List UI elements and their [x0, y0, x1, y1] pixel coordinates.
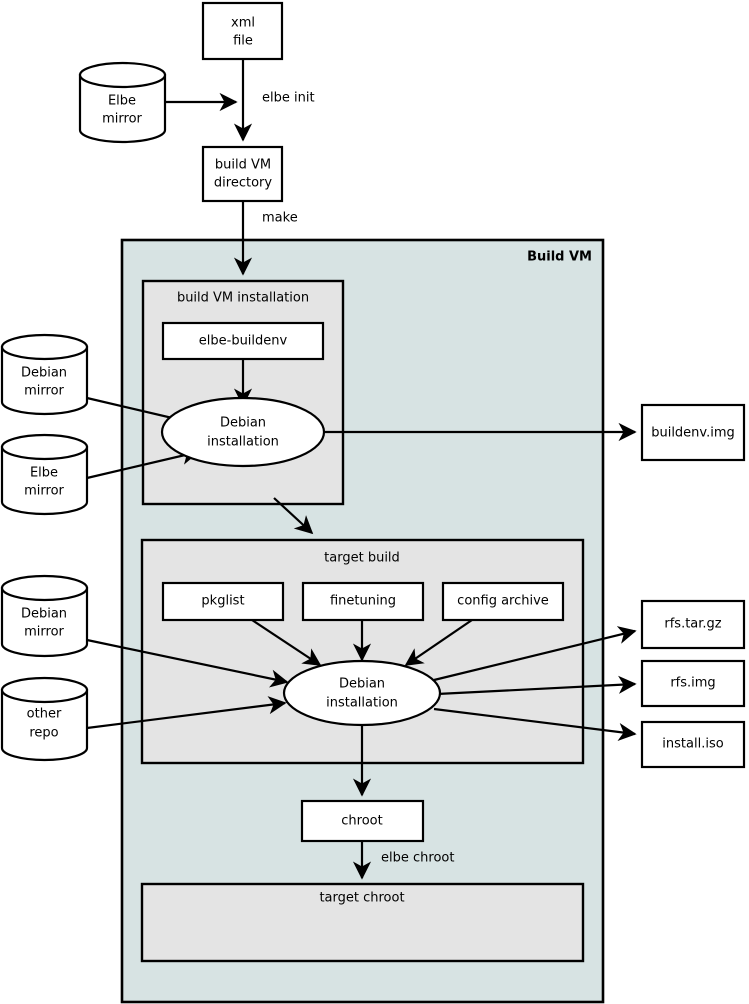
- node-elbe-mirror-middle[interactable]: [0, 433, 89, 516]
- elbe-mirror-top-label-line1: Elbe: [108, 94, 136, 109]
- edge-debianinstall-to-rfstargz: [433, 626, 637, 682]
- install-iso-label: install.iso: [662, 737, 723, 752]
- config-archive-label: config archive: [457, 594, 549, 609]
- node-rfs-targz[interactable]: [640, 599, 746, 650]
- other-repo-label-line2: repo: [29, 726, 58, 741]
- rfs-img-label: rfs.img: [670, 676, 715, 691]
- node-install-iso[interactable]: [640, 720, 746, 769]
- elbe-mirror-middle-label-line2: mirror: [24, 484, 64, 499]
- node-buildenv-img[interactable]: [640, 403, 746, 462]
- node-xml-file[interactable]: [201, 1, 284, 61]
- edge-debianinstall-to-rfsimg: [436, 675, 637, 696]
- edge-label-make: make: [262, 211, 298, 226]
- node-debian-mirror-upper[interactable]: [0, 333, 89, 416]
- elbe-mirror-middle-label-line1: Elbe: [30, 466, 58, 481]
- edge-pkglist-to-debianinstall: [251, 619, 322, 666]
- edge-elbemirrormid-to-debianinstall-top: [86, 446, 200, 480]
- edge-debianinstall-to-installiso: [433, 707, 637, 741]
- elbe-mirror-top-label-line2: mirror: [102, 112, 142, 127]
- build-vm-directory-label-line2: directory: [214, 176, 272, 191]
- other-repo-label-line1: other: [27, 707, 62, 722]
- xml-file-label-line1: xml: [231, 16, 255, 31]
- build-vm-installation-title: build VM installation: [177, 291, 309, 306]
- edge-configarchive-to-debianinstall: [404, 619, 473, 666]
- pkglist-label: pkglist: [201, 594, 244, 609]
- debian-installation-target-label-line2: installation: [326, 696, 398, 711]
- finetuning-label: finetuning: [330, 594, 396, 609]
- debian-mirror-upper-label-line2: mirror: [24, 384, 64, 399]
- debian-mirror-upper-label-line1: Debian: [21, 366, 67, 381]
- chroot-label: chroot: [341, 814, 382, 829]
- xml-file-label-line2: file: [233, 34, 253, 49]
- node-other-repo[interactable]: [0, 676, 89, 762]
- build-vm-label: Build VM: [527, 250, 592, 265]
- edge-otherrepo-to-debianinstall: [86, 696, 287, 730]
- node-elbe-mirror-top[interactable]: [78, 61, 167, 144]
- node-debian-mirror-lower[interactable]: [0, 574, 89, 658]
- target-chroot-group: [140, 882, 585, 963]
- edge-debianmirrorlower-to-debianinstall: [86, 638, 289, 688]
- edge-label-elbe-chroot: elbe chroot: [381, 851, 454, 866]
- node-rfs-img[interactable]: [640, 659, 746, 708]
- node-pkglist[interactable]: [161, 581, 285, 622]
- node-debian-installation-target[interactable]: [282, 659, 442, 727]
- rfs-targz-label: rfs.tar.gz: [664, 617, 721, 632]
- edge-debianinstall-to-targetbuild: [273, 497, 314, 535]
- node-debian-installation-buildvm[interactable]: [160, 396, 326, 468]
- debian-installation-buildvm-label-line2: installation: [207, 435, 279, 450]
- debian-installation-target-label-line1: Debian: [339, 677, 385, 692]
- buildenv-img-label: buildenv.img: [651, 426, 735, 441]
- target-chroot-title: target chroot: [319, 891, 404, 906]
- node-chroot[interactable]: [300, 799, 425, 843]
- debian-mirror-lower-label-line2: mirror: [24, 625, 64, 640]
- target-build-title: target build: [324, 551, 400, 566]
- edge-label-elbe-init: elbe init: [262, 91, 315, 106]
- build-vm-directory-label-line1: build VM: [215, 158, 271, 173]
- node-finetuning[interactable]: [301, 581, 425, 622]
- debian-installation-buildvm-label-line1: Debian: [220, 416, 266, 431]
- elbe-buildenv-label: elbe-buildenv: [199, 334, 288, 349]
- node-elbe-buildenv[interactable]: [161, 321, 325, 361]
- node-build-vm-directory[interactable]: [201, 145, 284, 203]
- node-config-archive[interactable]: [441, 581, 565, 622]
- debian-mirror-lower-label-line1: Debian: [21, 607, 67, 622]
